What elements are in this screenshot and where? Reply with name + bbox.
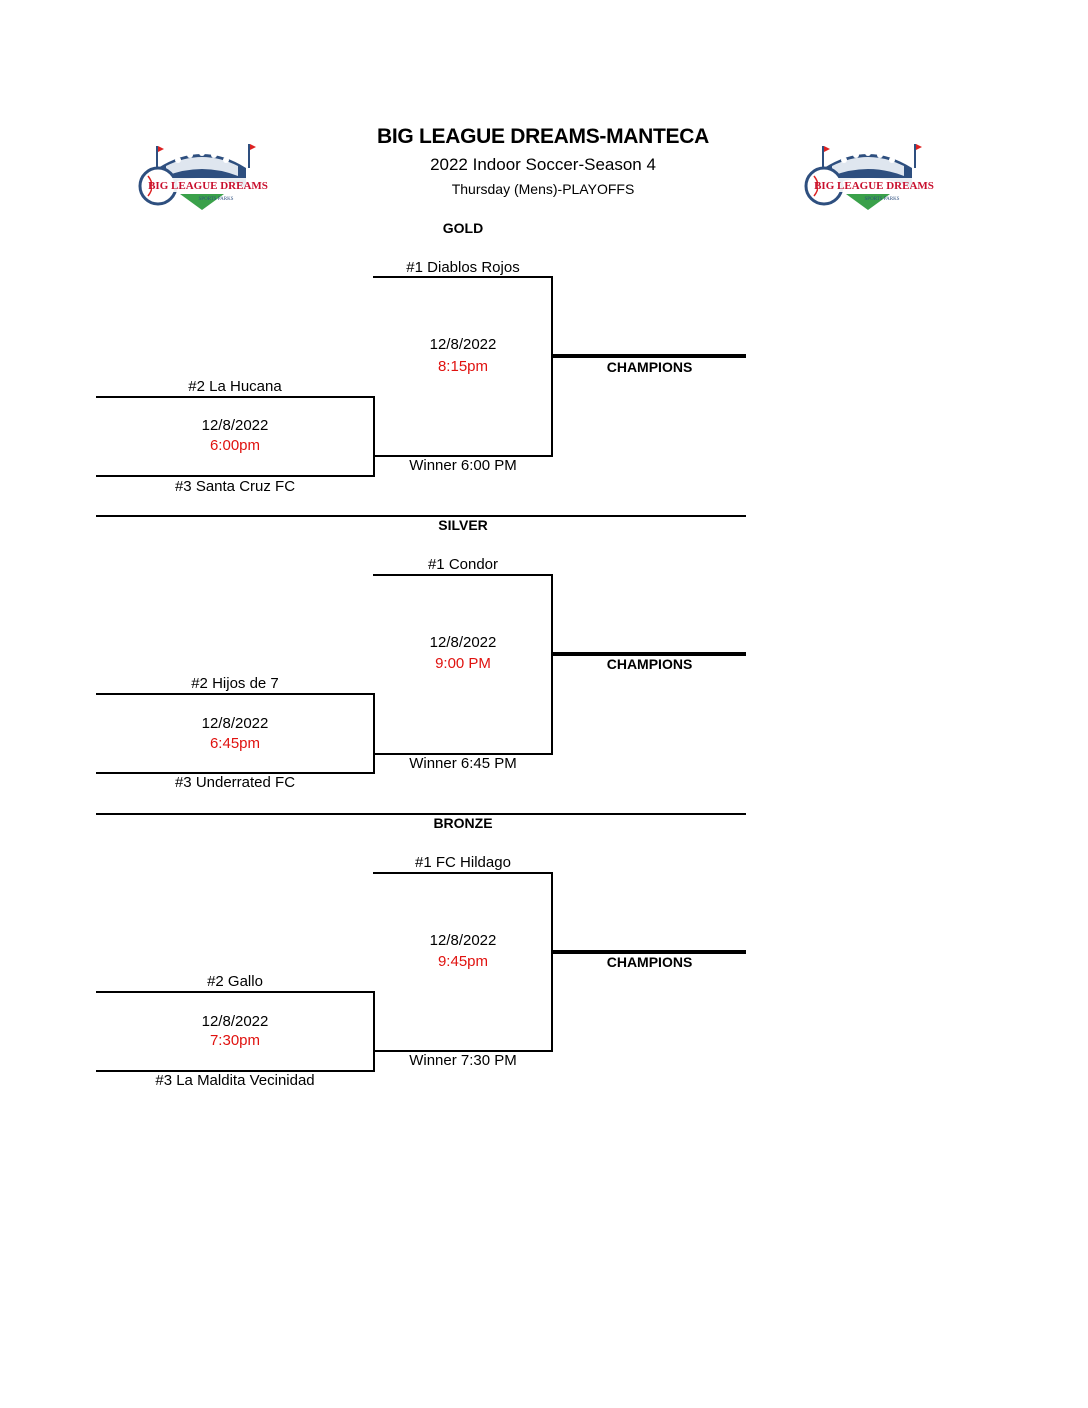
bracket-line <box>373 455 553 457</box>
division-label: GOLD <box>442 220 484 236</box>
semi-date: 12/8/2022 <box>201 417 269 434</box>
semi-time: 7:30pm <box>209 1032 261 1049</box>
bracket-line <box>96 693 375 695</box>
bracket-line <box>373 693 375 774</box>
bracket-line <box>96 1070 375 1072</box>
bracket-line <box>551 574 553 755</box>
svg-text:BIG LEAGUE DREAMS: BIG LEAGUE DREAMS <box>148 180 268 192</box>
big-league-dreams-logo-icon: BIG LEAGUE DREAMS SPORTS PARKS <box>804 144 934 210</box>
page-subtitle-secondary: Thursday (Mens)-PLAYOFFS <box>451 181 635 197</box>
team-seed-2: #2 La Hucana <box>188 378 282 395</box>
division-label: BRONZE <box>433 815 493 831</box>
svg-text:SPORTS PARKS: SPORTS PARKS <box>199 197 234 202</box>
champion-line <box>551 950 746 954</box>
semi-time: 6:00pm <box>209 437 261 454</box>
bracket-line <box>373 753 553 755</box>
bracket-line <box>96 396 375 398</box>
final-time: 8:15pm <box>437 358 489 375</box>
division-label: SILVER <box>438 517 488 533</box>
section-divider <box>96 813 746 815</box>
champions-label: CHAMPIONS <box>606 359 693 375</box>
team-seed-1: #1 Condor <box>427 556 499 573</box>
team-seed-3: #3 La Maldita Vecinidad <box>155 1072 315 1089</box>
page-title: BIG LEAGUE DREAMS-MANTECA <box>377 125 709 148</box>
semi-date: 12/8/2022 <box>201 1013 269 1030</box>
team-seed-3: #3 Santa Cruz FC <box>174 478 296 495</box>
bracket-line <box>373 574 553 576</box>
final-time: 9:45pm <box>437 953 489 970</box>
final-date: 12/8/2022 <box>429 634 497 651</box>
final-time: 9:00 PM <box>435 655 491 672</box>
semi-time: 6:45pm <box>209 735 261 752</box>
winner-label: Winner 7:30 PM <box>409 1052 517 1069</box>
champions-label: CHAMPIONS <box>606 954 693 970</box>
bracket-line <box>373 991 375 1072</box>
bracket-line <box>373 396 375 477</box>
winner-label: Winner 6:45 PM <box>409 755 517 772</box>
team-seed-3: #3 Underrated FC <box>174 774 296 791</box>
semi-date: 12/8/2022 <box>201 715 269 732</box>
logo-right: BIG LEAGUE DREAMS SPORTS PARKS <box>802 138 934 218</box>
bracket-line <box>96 772 375 774</box>
bracket-line <box>96 991 375 993</box>
page-subtitle: 2022 Indoor Soccer-Season 4 <box>430 155 656 174</box>
bracket-line <box>551 276 553 457</box>
final-date: 12/8/2022 <box>429 336 497 353</box>
section-divider <box>96 515 746 517</box>
final-date: 12/8/2022 <box>429 932 497 949</box>
team-seed-1: #1 Diablos Rojos <box>406 259 520 276</box>
logo-left: BIG LEAGUE DREAMS SPORTS PARKS <box>136 138 268 218</box>
team-seed-2: #2 Gallo <box>207 973 263 990</box>
bracket-line <box>96 475 375 477</box>
big-league-dreams-logo-icon: BIG LEAGUE DREAMS SPORTS PARKS <box>138 144 268 210</box>
champion-line <box>551 652 746 656</box>
bracket-line <box>551 872 553 1052</box>
winner-label: Winner 6:00 PM <box>409 457 517 474</box>
bracket-line <box>373 276 553 278</box>
svg-text:BIG LEAGUE DREAMS: BIG LEAGUE DREAMS <box>814 180 934 192</box>
champion-line <box>551 354 746 358</box>
team-seed-1: #1 FC Hildago <box>415 854 511 871</box>
bracket-line <box>373 872 553 874</box>
bracket-line <box>373 1050 553 1052</box>
champions-label: CHAMPIONS <box>606 656 693 672</box>
team-seed-2: #2 Hijos de 7 <box>191 675 279 692</box>
svg-text:SPORTS PARKS: SPORTS PARKS <box>865 197 900 202</box>
